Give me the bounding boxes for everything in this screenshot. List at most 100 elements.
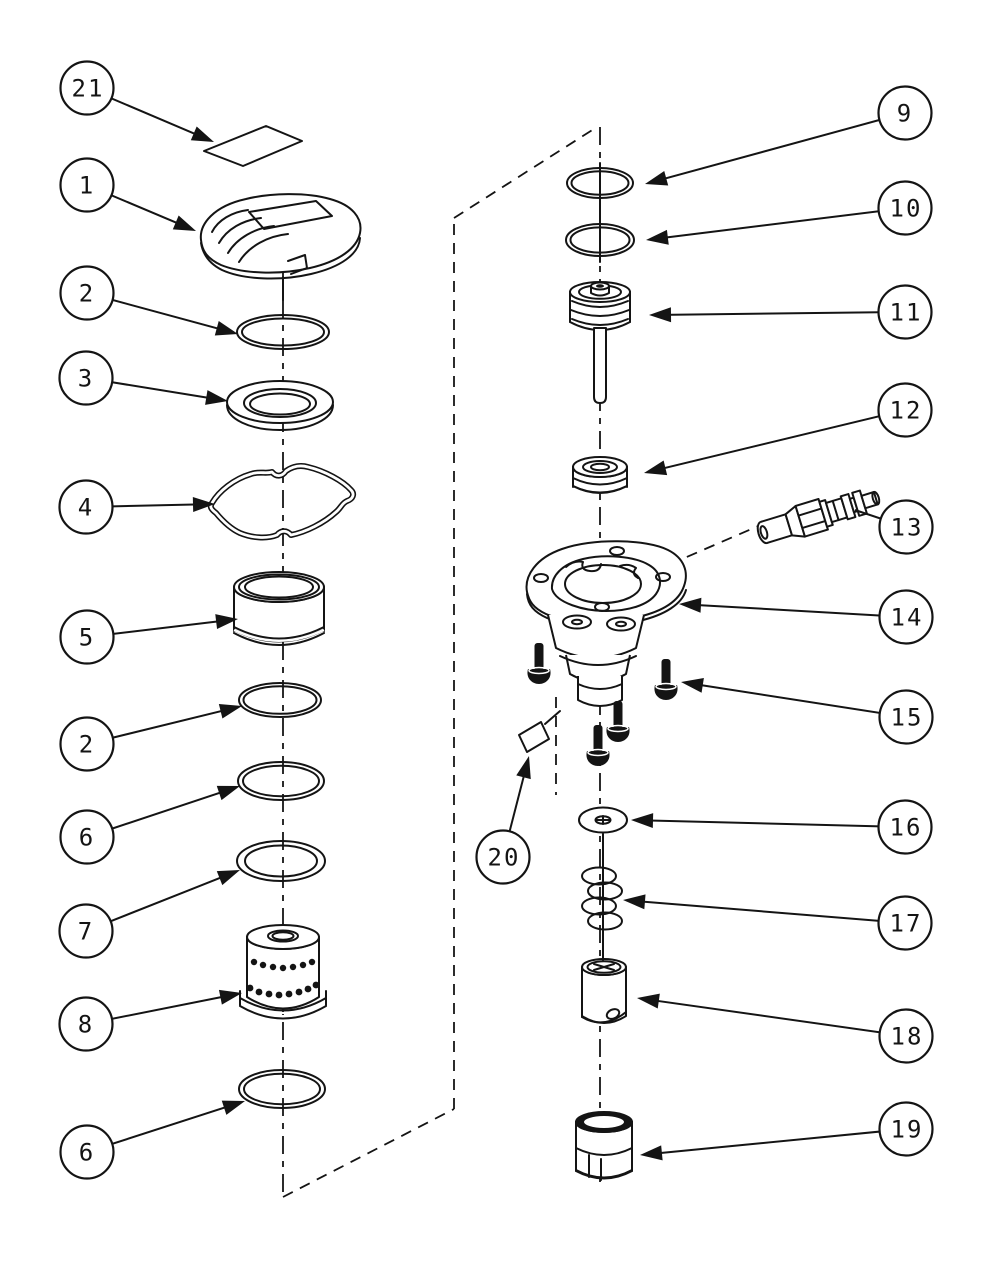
- callout-balloon: [59, 265, 115, 321]
- callout-2-6: 2: [59, 703, 242, 772]
- screw: [606, 701, 630, 742]
- leader-arrowhead: [221, 1100, 245, 1115]
- part-sleeve: [233, 571, 325, 646]
- callout-balloon: [877, 382, 933, 438]
- part-label-plate: [203, 125, 303, 167]
- callout-19-22: 19: [640, 1101, 934, 1161]
- leader-arrowhead: [214, 320, 238, 336]
- callout-balloon: [58, 903, 114, 959]
- leader-arrowhead: [192, 497, 215, 513]
- callout-number: 12: [890, 397, 923, 425]
- callout-15-18: 15: [681, 677, 934, 745]
- callout-balloon: [878, 1101, 934, 1157]
- part-grommet: [572, 456, 628, 494]
- leader-arrowhead: [215, 614, 238, 630]
- cap-vent-slot: [227, 225, 275, 254]
- callout-balloon: [877, 799, 933, 855]
- leader-line: [643, 1128, 907, 1156]
- part-piston-stem: [569, 281, 631, 404]
- leader-arrowhead: [640, 1145, 663, 1161]
- callout-number: 15: [891, 704, 924, 732]
- leader-line: [647, 409, 906, 474]
- cap-vent-slot: [238, 233, 289, 263]
- callout-balloon: [878, 689, 934, 745]
- callout-balloon: [59, 809, 115, 865]
- part-filter-cup: [239, 924, 327, 1020]
- callout-8-9: 8: [58, 989, 242, 1052]
- callout-balloon: [878, 499, 934, 555]
- fold-line-top: [453, 126, 598, 219]
- leader-arrowhead: [644, 460, 668, 476]
- leader-line: [626, 899, 906, 924]
- part-o-ring-upper: [236, 314, 330, 350]
- leader-arrowhead: [218, 703, 242, 719]
- leader-arrowhead: [631, 813, 654, 829]
- callout-number: 9: [897, 100, 913, 128]
- part-end-cap: [575, 1111, 633, 1181]
- cap-vent-slot: [211, 209, 249, 233]
- callout-balloon: [59, 716, 115, 772]
- part-spring: [581, 866, 623, 931]
- housing-bolt-hole: [609, 546, 625, 556]
- leader-arrowhead: [649, 307, 672, 323]
- leader-line: [684, 681, 907, 718]
- part-ring-seal: [236, 840, 326, 882]
- part-retainer-chip: [518, 710, 561, 753]
- callout-16-19: 16: [631, 799, 933, 855]
- callout-number: 6: [79, 1139, 95, 1167]
- leader-line: [649, 207, 906, 241]
- callout-3-3: 3: [58, 350, 228, 406]
- part-o-ring-second: [238, 682, 322, 718]
- callout-2-2: 2: [59, 265, 238, 336]
- callout-balloon: [59, 60, 115, 116]
- callout-balloon: [878, 589, 934, 645]
- part-cap-cover: [199, 193, 362, 280]
- callout-number: 7: [78, 918, 94, 946]
- leader-line: [648, 112, 906, 184]
- leader-arrowhead: [623, 894, 646, 910]
- callout-6-10: 6: [59, 1100, 245, 1180]
- leader-arrowhead: [172, 215, 196, 231]
- callout-balloon: [877, 895, 933, 951]
- callout-number: 2: [79, 280, 95, 308]
- callout-balloon: [58, 996, 114, 1052]
- callout-number: 6: [79, 824, 95, 852]
- leader-line: [634, 819, 906, 828]
- callout-1-1: 1: [59, 157, 196, 231]
- leader-arrowhead: [216, 870, 240, 886]
- centerlines: [282, 126, 764, 1198]
- solid-axis-segments: [282, 162, 604, 961]
- housing-bolt-hole: [594, 602, 610, 612]
- callout-7-8: 7: [58, 870, 240, 959]
- callout-number: 3: [78, 365, 94, 393]
- callout-number: 2: [79, 731, 95, 759]
- callout-balloon: [878, 1008, 934, 1064]
- callout-12-15: 12: [644, 382, 933, 476]
- leader-arrowhead: [646, 229, 669, 245]
- cap-vent-slot: [218, 217, 262, 244]
- callout-number: 11: [890, 299, 923, 327]
- callout-14-17: 14: [679, 589, 934, 645]
- callout-6-7: 6: [59, 785, 240, 865]
- callout-number: 16: [890, 814, 923, 842]
- part-screws: [527, 643, 678, 766]
- callout-number: 1: [79, 172, 95, 200]
- screw: [586, 725, 610, 766]
- callout-number: 8: [78, 1011, 94, 1039]
- callout-number: 20: [488, 844, 521, 872]
- callout-balloon: [58, 479, 114, 535]
- leader-arrowhead: [216, 785, 240, 801]
- leader-line: [682, 603, 907, 618]
- leader-arrowhead: [205, 390, 228, 405]
- housing-spring-detail: [565, 560, 602, 573]
- callout-balloon: [475, 829, 531, 885]
- part-valve-cylinder: [581, 958, 627, 1024]
- callout-17-20: 17: [623, 894, 933, 951]
- callout-number: 13: [891, 514, 924, 542]
- callout-number: 4: [78, 494, 94, 522]
- callout-number: 19: [891, 1116, 924, 1144]
- housing-spring-detail: [619, 563, 639, 579]
- part-o-ring-6b: [238, 1069, 326, 1109]
- part-quick-connect-fitting: [756, 489, 881, 545]
